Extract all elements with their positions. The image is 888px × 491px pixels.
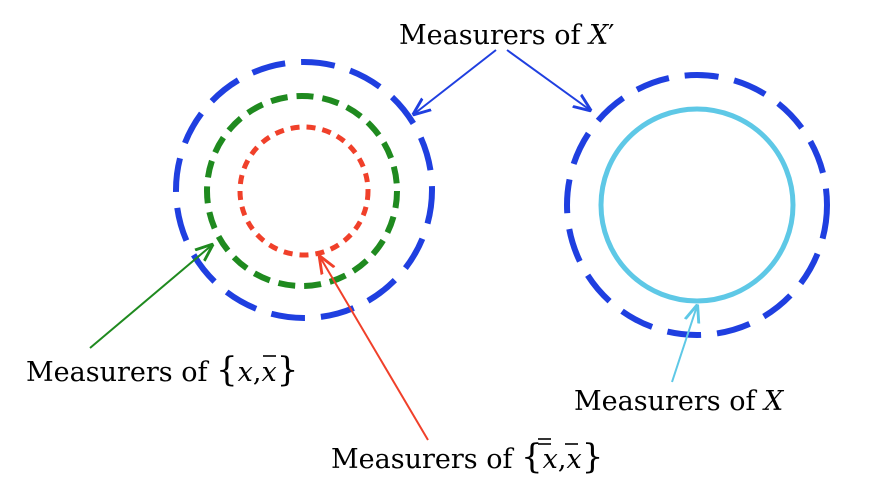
arrow-xprime-to-left <box>414 49 497 114</box>
label-measurers-xprime: Measurers of X′ <box>399 20 614 51</box>
left-inner-circle-set2 <box>237 124 371 258</box>
arrow-set2-to-red <box>320 257 429 441</box>
left-outer-circle-xprime <box>173 59 435 321</box>
arrow-xprime-to-right <box>506 49 590 110</box>
right-inner-circle-x <box>598 106 796 304</box>
label-measurers-set1: Measurers of {x,x} <box>26 350 298 390</box>
label-measurers-x: Measurers of X <box>574 386 785 417</box>
right-outer-circle-xprime <box>564 72 830 338</box>
label-measurers-set2: Measurers of {x,x} <box>331 437 603 477</box>
left-middle-circle-set1 <box>204 93 400 289</box>
arrow-set1-to-green <box>89 245 212 349</box>
arrow-x-to-cyan <box>671 306 697 383</box>
